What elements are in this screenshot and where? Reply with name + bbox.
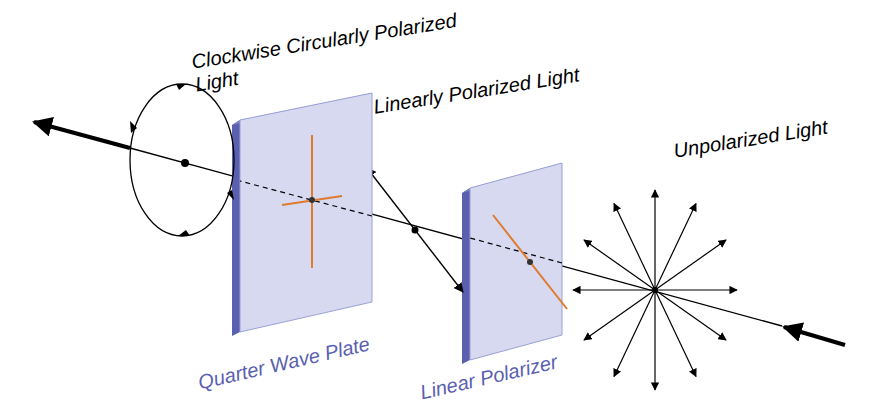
- beam-dot: [652, 287, 658, 293]
- beam-label: Clockwise Circularly Polarized Light: [190, 4, 494, 96]
- beam-line: [130, 148, 782, 326]
- polarization-arrow: [654, 190, 655, 290]
- polarization-arrow: [655, 290, 726, 340]
- incoming-arrow: [784, 327, 845, 345]
- part-name: Quarter Wave Plate: [196, 323, 416, 395]
- circular-polarization-ellipse: [130, 84, 234, 236]
- linear-polarizer-plate: [462, 163, 567, 364]
- polarization-arrow: [584, 240, 655, 290]
- polarization-arrow: [655, 203, 696, 290]
- polarization-arrow: [573, 289, 655, 290]
- polarization-arrow: [655, 240, 726, 290]
- polarization-arrow: [584, 290, 655, 340]
- linear-polarization-arrow: [367, 168, 463, 292]
- polarization-arrow: [614, 290, 655, 377]
- polarization-arrow: [654, 290, 655, 390]
- beam-dot: [412, 227, 419, 234]
- quarter-wave-plate: [232, 93, 372, 336]
- polarization-arrow: [655, 289, 737, 290]
- unpolarized-star: [573, 190, 737, 390]
- polarization-arrow: [614, 203, 655, 290]
- beam-label: Unpolarized Light: [672, 107, 883, 163]
- polarization-arrow: [655, 290, 696, 377]
- outgoing-arrow: [34, 122, 130, 148]
- beam-label: Linearly Polarized Light: [372, 55, 632, 118]
